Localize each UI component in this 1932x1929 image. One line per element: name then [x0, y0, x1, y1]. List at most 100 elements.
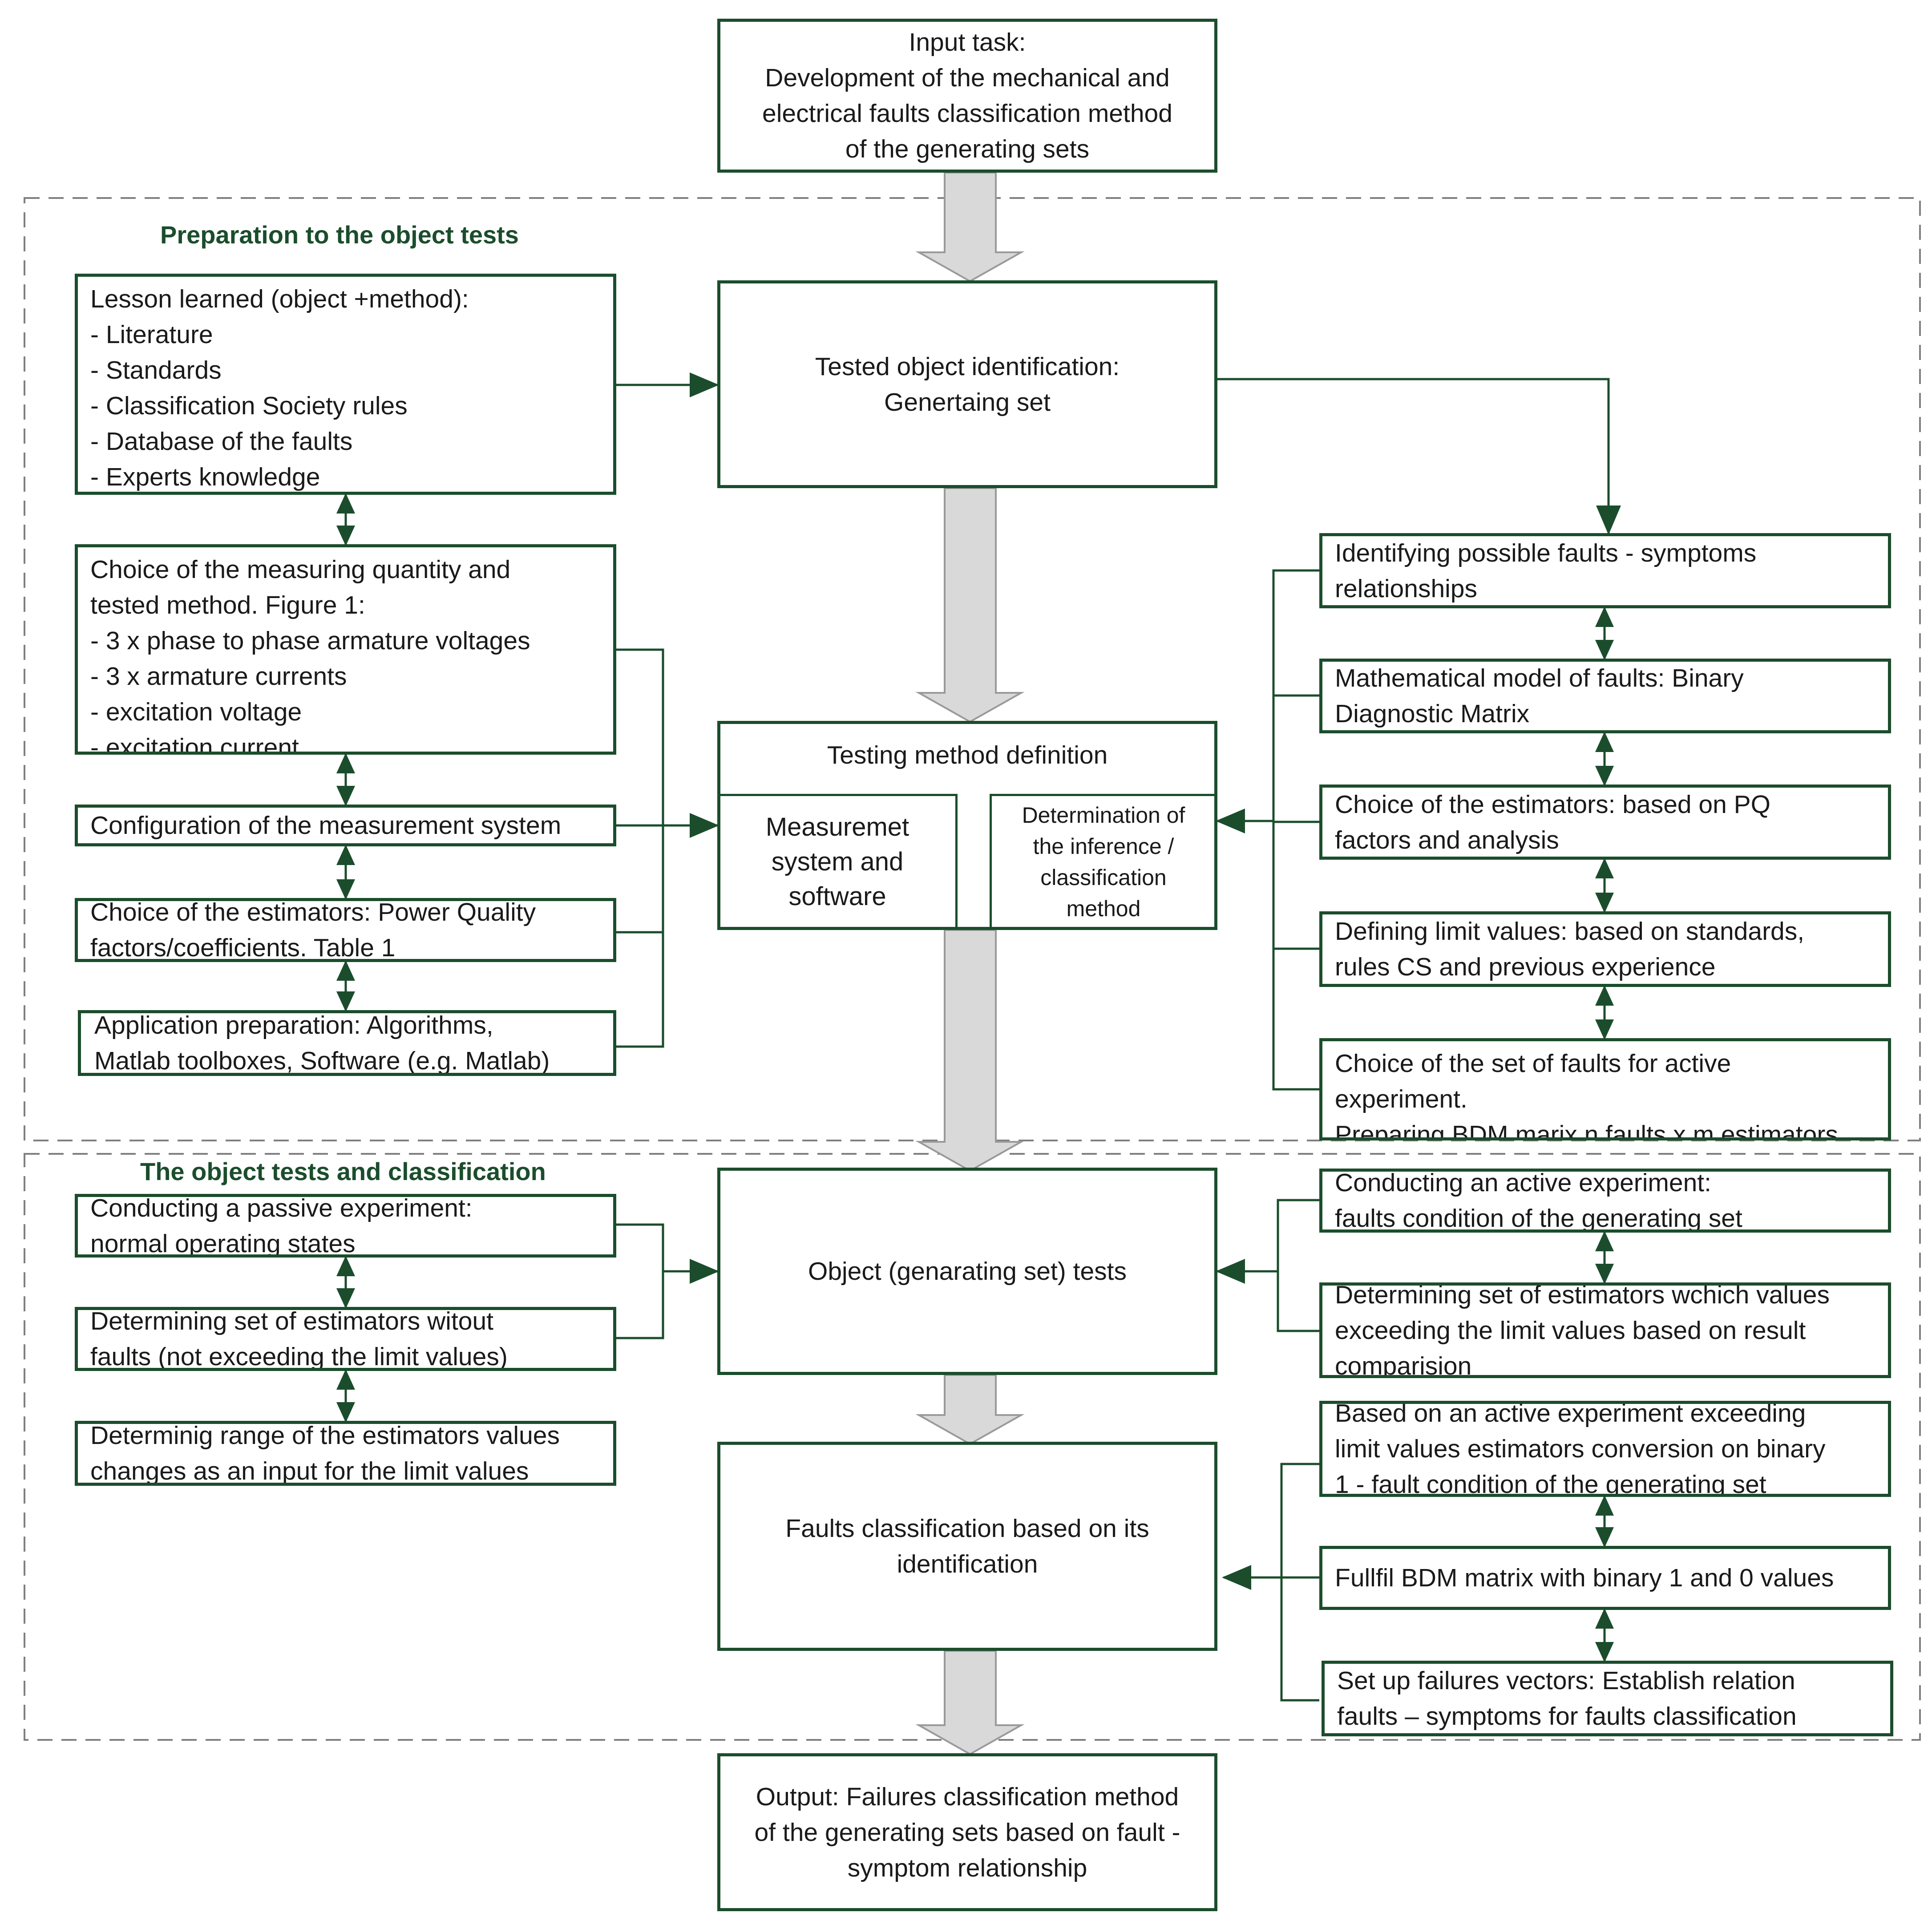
lessons-learned-box: Lesson learned (object +method): - Liter… — [75, 274, 616, 495]
input-task-box: Input task: Development of the mechanica… — [717, 19, 1217, 173]
inference-line: the inference / — [1033, 834, 1174, 859]
faults-set-line: Preparing BDM marix n faults x m estimat… — [1335, 1120, 1838, 1140]
limit-values-line: rules CS and previous experience — [1335, 953, 1716, 981]
preparation-section-title: Preparation to the object tests — [160, 221, 519, 249]
lessons-line: - Classification Society rules — [90, 392, 408, 420]
right-bracket-preparation — [1272, 569, 1319, 1091]
tests-section-title: The object tests and classification — [140, 1157, 546, 1185]
output-box: Output: Failures classification method o… — [717, 1753, 1217, 1911]
right-bracket-classification — [1280, 1463, 1319, 1702]
possible-faults-line: relationships — [1335, 574, 1478, 603]
measuring-line: - 3 x phase to phase armature voltages — [90, 627, 530, 655]
measurement-line: Measuremet — [765, 813, 909, 841]
lessons-line: - Experts knowledge — [90, 463, 320, 491]
exceeding-line: exceeding the limit values based on resu… — [1335, 1316, 1806, 1345]
binary-line: 1 - fault condition of the generating se… — [1335, 1470, 1766, 1497]
measuring-line: - excitation current — [90, 733, 299, 755]
exceeding-line: Determining set of estimators wchich val… — [1335, 1282, 1830, 1309]
inference-line: Determination of — [1022, 803, 1185, 828]
lessons-line: - Literature — [90, 320, 213, 349]
flow-arrow-identification — [915, 487, 1025, 723]
without-faults-line: faults (not exceeding the limit values) — [90, 1343, 508, 1371]
tested-object-line: Tested object identification: — [815, 352, 1120, 381]
input-task-line: of the generating sets — [845, 135, 1090, 163]
flow-arrow-input — [915, 172, 1025, 283]
binary-line: limit values estimators conversion on bi… — [1335, 1435, 1826, 1463]
application-line: Application preparation: Algorithms, — [94, 1011, 493, 1039]
output-line: symptom relationship — [847, 1853, 1087, 1882]
estimators-pq-line: factors and analysis — [1335, 825, 1559, 854]
bdm-fulfil-box: Fullfil BDM matrix with binary 1 and 0 v… — [1319, 1546, 1891, 1610]
flow-arrow-tests — [915, 1374, 1025, 1445]
application-preparation-box: Application preparation: Algorithms, Mat… — [78, 1010, 616, 1076]
estimators-choice-box: Choice of the estimators: Power Quality … — [75, 898, 616, 962]
output-line: of the generating sets based on fault - — [754, 1818, 1180, 1847]
binary-conversion-box: Based on an active experiment exceeding … — [1319, 1401, 1891, 1497]
failure-vectors-box: Set up failures vectors: Establish relat… — [1322, 1661, 1893, 1736]
estimators-line: factors/coefficients. Table 1 — [90, 934, 396, 962]
faults-classification-line: Faults classification based on its — [785, 1514, 1149, 1543]
estimators-pq-box: Choice of the estimators: based on PQ fa… — [1319, 785, 1891, 860]
testing-method-title: Testing method definition — [827, 741, 1108, 769]
faults-model-line: Diagnostic Matrix — [1335, 700, 1530, 728]
passive-line: Conducting a passive experiment: — [90, 1194, 473, 1222]
input-task-line: Input task: — [909, 28, 1026, 57]
estimators-range-box: Determinig range of the estimators value… — [75, 1421, 616, 1486]
estimators-line: Choice of the estimators: Power Quality — [90, 898, 536, 926]
measurement-system-box: Measuremet system and software — [720, 794, 958, 927]
tested-object-line: Genertaing set — [884, 388, 1051, 417]
left-bracket-tests — [616, 1223, 664, 1339]
input-task-line: electrical faults classification method — [762, 99, 1172, 128]
measuring-line: Choice of the measuring quantity and — [90, 555, 511, 584]
limit-values-box: Defining limit values: based on standard… — [1319, 911, 1891, 987]
active-experiment-box: Conducting an active experiment: faults … — [1319, 1169, 1891, 1233]
faults-set-line: Choice of the set of faults for active — [1335, 1049, 1731, 1078]
inference-line: classification — [1040, 865, 1167, 890]
passive-line: normal operating states — [90, 1229, 356, 1258]
exceeding-estimators-box: Determining set of estimators wchich val… — [1319, 1282, 1891, 1378]
limit-values-line: Defining limit values: based on standard… — [1335, 917, 1805, 946]
output-line: Output: Failures classification method — [756, 1782, 1179, 1811]
object-tests-box: Object (genarating set) tests — [717, 1168, 1217, 1375]
estimators-pq-line: Choice of the estimators: based on PQ — [1335, 790, 1771, 819]
faults-model-line: Mathematical model of faults: Binary — [1335, 664, 1744, 692]
faults-model-box: Mathematical model of faults: Binary Dia… — [1319, 659, 1891, 733]
vectors-line: faults – symptoms for faults classificat… — [1337, 1702, 1797, 1731]
measurement-line: system and — [771, 847, 904, 876]
binary-line: Based on an active experiment exceeding — [1335, 1401, 1806, 1428]
faults-classification-box: Faults classification based on its ident… — [717, 1442, 1217, 1651]
range-line: Determinig range of the estimators value… — [90, 1421, 560, 1450]
measuring-line: tested method. Figure 1: — [90, 591, 365, 619]
testing-method-box: Testing method definition Measuremet sys… — [717, 721, 1217, 930]
flow-arrow-method — [915, 929, 1025, 1172]
vectors-line: Set up failures vectors: Establish relat… — [1337, 1666, 1795, 1695]
config-line: Configuration of the measurement system — [90, 811, 562, 840]
estimators-without-faults-box: Determining set of estimators witout fau… — [75, 1307, 616, 1371]
inference-method-box: Determination of the inference / classif… — [990, 794, 1214, 927]
faults-classification-line: identification — [897, 1550, 1038, 1578]
range-line: changes as an input for the limit values — [90, 1457, 529, 1485]
faults-set-box: Choice of the set of faults for active e… — [1319, 1038, 1891, 1140]
left-bracket-preparation — [616, 648, 664, 1048]
active-line: Conducting an active experiment: — [1335, 1169, 1711, 1197]
possible-faults-line: Identifying possible faults - symptoms — [1335, 538, 1757, 567]
lessons-line: - Standards — [90, 356, 222, 384]
exceeding-line: comparision — [1335, 1351, 1472, 1378]
without-faults-line: Determining set of estimators witout — [90, 1307, 494, 1335]
passive-experiment-box: Conducting a passive experiment: normal … — [75, 1194, 616, 1258]
active-line: faults condition of the generating set — [1335, 1204, 1742, 1233]
flow-arrow-classification — [915, 1650, 1025, 1755]
input-task-line: Development of the mechanical and — [765, 64, 1170, 92]
measurement-line: software — [788, 882, 886, 911]
measuring-quantity-box: Choice of the measuring quantity and tes… — [75, 544, 616, 755]
faults-set-line: experiment. — [1335, 1085, 1467, 1113]
object-tests-line: Object (genarating set) tests — [808, 1257, 1127, 1286]
measuring-line: - excitation voltage — [90, 698, 302, 726]
application-line: Matlab toolboxes, Software (e.g. Matlab) — [94, 1047, 550, 1075]
lessons-line: Lesson learned (object +method): — [90, 285, 469, 313]
bdm-fulfil-line: Fullfil BDM matrix with binary 1 and 0 v… — [1335, 1564, 1834, 1592]
lessons-line: - Database of the faults — [90, 427, 353, 456]
measurement-config-box: Configuration of the measurement system — [75, 805, 616, 846]
